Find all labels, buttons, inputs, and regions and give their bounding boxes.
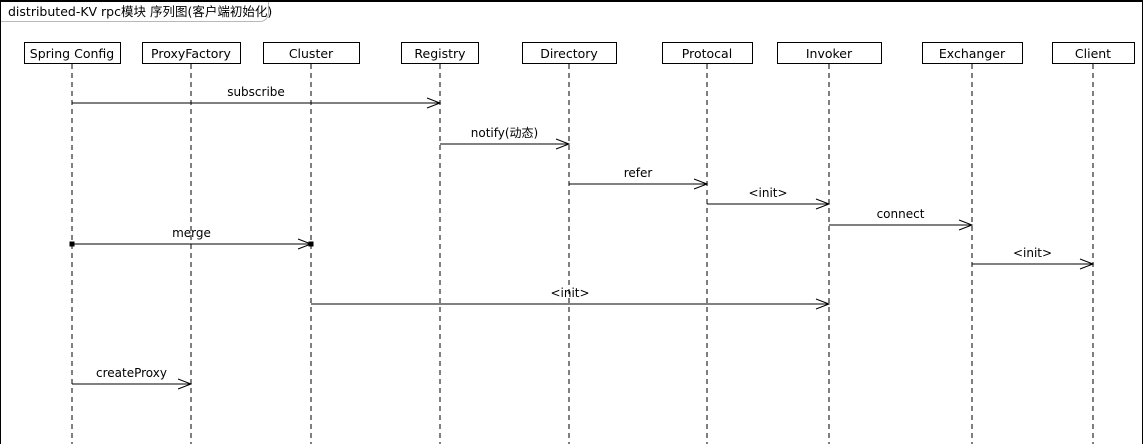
participant-box-registry: Registry [401, 42, 479, 64]
endpoint-square [308, 241, 314, 247]
arrowhead-init [815, 198, 831, 210]
message-label-merge: merge [172, 226, 211, 240]
endpoint-square [69, 241, 75, 247]
message-label-init: <init> [550, 286, 590, 300]
message-label-init: <init> [1012, 246, 1053, 260]
participant-box-proxyfactory: ProxyFactory [141, 42, 241, 64]
message-label-subscribe: subscribe [227, 85, 285, 99]
message-label-connect: connect [876, 207, 925, 221]
message-label-createproxy: createProxy [96, 366, 167, 380]
diagram-title: distributed-KV rpc模块 序列图(客户端初始化) [8, 4, 273, 19]
arrowhead-init [815, 298, 831, 310]
arrowhead-refer [693, 178, 709, 190]
message-label-init: <init> [748, 186, 788, 200]
arrowhead-createproxy [177, 378, 193, 390]
participant-box-exchanger: Exchanger [921, 42, 1023, 64]
participant-box-spring-config: Spring Config [23, 42, 121, 64]
arrowhead-subscribe [426, 97, 442, 109]
arrowhead-init [1079, 258, 1095, 270]
message-label-notify: notify(动态) [470, 126, 539, 140]
participant-box-cluster: Cluster [262, 42, 360, 64]
arrowhead-notify [555, 138, 571, 150]
message-label-refer: refer [623, 166, 653, 180]
frame-title-tab: distributed-KV rpc模块 序列图(客户端初始化) [1, 2, 273, 22]
participant-box-client: Client [1051, 42, 1135, 64]
participant-box-directory: Directory [521, 42, 617, 64]
arrowhead-connect [958, 219, 974, 231]
participant-box-invoker: Invoker [776, 42, 882, 64]
participant-box-protocal: Protocal [661, 42, 753, 64]
